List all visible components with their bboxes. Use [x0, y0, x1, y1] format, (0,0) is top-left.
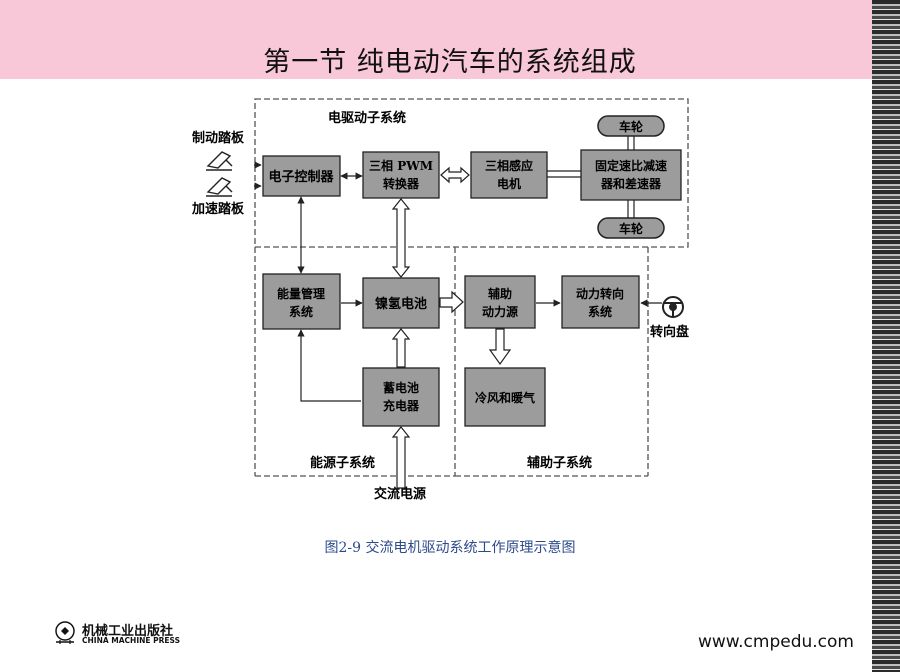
steering-wheel-icon: [662, 296, 684, 318]
power-flow-arrows: [391, 166, 512, 489]
region-label-aux: 辅助子系统: [527, 455, 592, 471]
system-diagram: 电驱动子系统 能源子系统 辅助子系统 制动踏板 加速踏板 电子控制器 三相 PW…: [186, 86, 702, 511]
header-band: [0, 0, 900, 79]
controller-block: [262, 155, 341, 197]
power-steering-label-1: 动力转向: [576, 286, 624, 301]
publisher-name-en: CHINA MACHINE PRESS: [82, 636, 180, 645]
hvac-block: [464, 367, 546, 427]
wheel-top-label: 车轮: [619, 119, 644, 134]
wheel-top-block: [597, 115, 665, 137]
pwm-label-1: 三相 PWM: [369, 158, 433, 173]
energy-management-label-1: 能量管理: [277, 286, 325, 301]
publisher-name-cn: 机械工业出版社: [82, 624, 174, 639]
aux-power-label-2: 动力源: [482, 304, 518, 319]
controller-label: 电子控制器: [268, 169, 334, 185]
motor-label-1: 三相感应: [485, 158, 533, 173]
region-borders: [254, 98, 689, 477]
wheel-bottom-block: [597, 217, 665, 239]
pwm-label-2: 转换器: [383, 176, 420, 191]
publisher-emblem-icon: [55, 621, 75, 644]
aux-power-label-1: 辅助: [488, 286, 512, 301]
power-steering-block: [561, 275, 640, 329]
ac-power-label: 交流电源: [374, 486, 426, 502]
page-title: 第一节 纯电动汽车的系统组成: [263, 47, 637, 78]
aux-power-block: [464, 275, 536, 329]
power-steering-label-2: 系统: [588, 304, 612, 319]
decorative-side-strip: [872, 0, 900, 672]
charger-label-1: 蓄电池: [383, 380, 419, 395]
battery-block: [362, 277, 440, 329]
charger-block: [362, 367, 440, 427]
accel-pedal-icon: [206, 177, 233, 197]
brake-pedal-label: 制动踏板: [192, 130, 245, 146]
region-label-energy: 能源子系统: [310, 455, 375, 471]
energy-management-label-2: 系统: [289, 304, 313, 319]
battery-label: 镍氢电池: [375, 296, 427, 312]
energy-management-block: [262, 273, 341, 330]
pwm-converter-block: [362, 151, 440, 199]
figure-caption: 图2-9 交流电机驱动系统工作原理示意图: [324, 540, 576, 556]
brake-pedal-icon: [206, 151, 233, 171]
charger-label-2: 充电器: [383, 398, 420, 413]
motor-block: [470, 151, 548, 199]
accel-pedal-label: 加速踏板: [191, 201, 245, 217]
hvac-label: 冷风和暖气: [475, 390, 535, 405]
website-url: www.cmpedu.com: [698, 632, 854, 652]
wheel-bottom-label: 车轮: [619, 221, 644, 236]
connectors: [254, 136, 662, 402]
gear-label-2: 器和差速器: [600, 176, 662, 191]
steering-wheel-label: 转向盘: [650, 324, 689, 340]
gear-label-1: 固定速比减速: [595, 158, 667, 173]
gear-block: [580, 149, 682, 201]
motor-label-2: 电机: [497, 176, 521, 191]
region-label-drive: 电驱动子系统: [328, 110, 406, 126]
